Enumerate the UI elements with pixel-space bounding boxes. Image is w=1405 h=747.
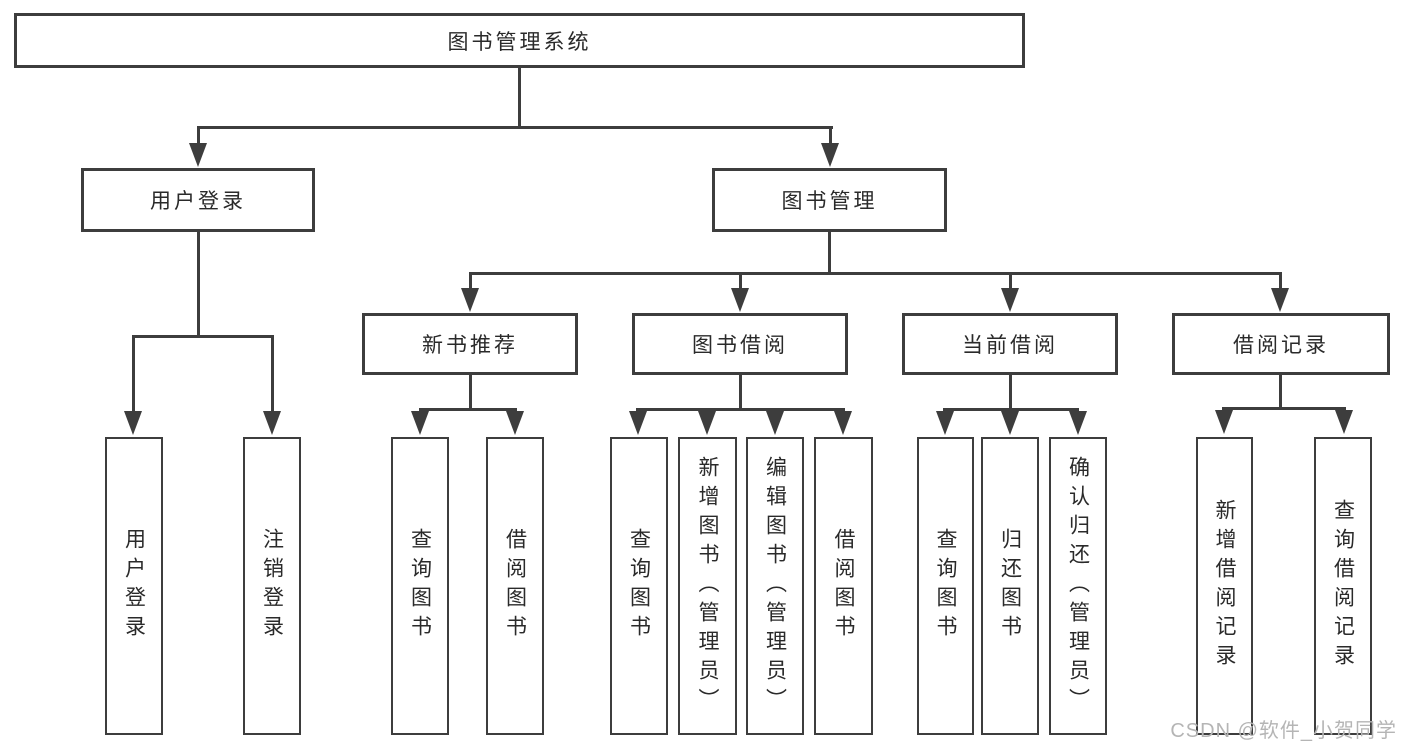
arrowhead-add-book-icon	[698, 411, 716, 435]
arrowhead-edit-book-icon	[766, 411, 784, 435]
arrowhead-book-mgmt-icon	[821, 143, 839, 167]
leaf-query-record-label: 查询借阅记录	[1331, 499, 1355, 673]
leaf-query-book-3-label: 查询图书	[934, 528, 957, 644]
watermark: CSDN @软件_小贺同学	[1170, 720, 1397, 742]
node-root: 图书管理系统	[14, 13, 1025, 68]
arrowhead-confirm-return-icon	[1069, 411, 1087, 435]
connector-new-book-drop	[469, 272, 472, 290]
connector-new-book-branch	[419, 408, 517, 411]
connector-book-borrow-stem	[739, 375, 742, 411]
connector-leaf-logout-drop	[271, 335, 274, 413]
leaf-add-book-label: 新增图书（管理员）	[696, 455, 719, 717]
leaf-add-book: 新增图书（管理员）	[678, 437, 737, 735]
connector-new-book-stem	[469, 375, 472, 411]
connector-book-mgmt-stem	[828, 232, 831, 274]
leaf-logout: 注销登录	[243, 437, 301, 735]
connector-user-login-branch	[132, 335, 274, 338]
leaf-query-book-1: 查询图书	[391, 437, 449, 735]
connector-current-borrow-drop	[1009, 272, 1012, 290]
node-borrow-record: 借阅记录	[1172, 313, 1390, 375]
node-new-book: 新书推荐	[362, 313, 578, 375]
node-book-mgmt: 图书管理	[712, 168, 947, 232]
node-current-borrow: 当前借阅	[902, 313, 1118, 375]
node-user-login: 用户登录	[81, 168, 315, 232]
connector-borrow-record-drop	[1279, 272, 1282, 290]
arrowhead-borrow-book-1-icon	[506, 411, 524, 435]
arrowhead-book-borrow-icon	[731, 288, 749, 312]
leaf-logout-label: 注销登录	[260, 528, 284, 644]
leaf-user-login-label: 用户登录	[122, 528, 146, 644]
leaf-add-record: 新增借阅记录	[1196, 437, 1253, 735]
leaf-confirm-return: 确认归还（管理员）	[1049, 437, 1107, 735]
leaf-return-book-label: 归还图书	[998, 528, 1022, 644]
arrowhead-leaf-logout-icon	[263, 411, 281, 435]
connector-root-stem	[518, 68, 521, 128]
arrowhead-add-record-icon	[1215, 410, 1233, 434]
leaf-user-login: 用户登录	[105, 437, 163, 735]
node-book-borrow: 图书借阅	[632, 313, 848, 375]
connector-user-login-drop	[197, 126, 200, 145]
arrowhead-leaf-user-login-icon	[124, 411, 142, 435]
leaf-query-record: 查询借阅记录	[1314, 437, 1372, 735]
connector-current-borrow-stem	[1009, 375, 1012, 411]
arrowhead-borrow-record-icon	[1271, 288, 1289, 312]
connector-current-borrow-branch	[943, 408, 1079, 411]
leaf-return-book: 归还图书	[981, 437, 1039, 735]
leaf-query-book-1-label: 查询图书	[408, 528, 432, 644]
arrowhead-borrow-book-2-icon	[834, 411, 852, 435]
arrowhead-query-book-1-icon	[411, 411, 429, 435]
arrowhead-current-borrow-icon	[1001, 288, 1019, 312]
leaf-edit-book: 编辑图书（管理员）	[746, 437, 804, 735]
leaf-borrow-book-1: 借阅图书	[486, 437, 544, 735]
connector-book-borrow-drop	[739, 272, 742, 290]
connector-level3-branch	[469, 272, 1282, 275]
connector-leaf-user-login-drop	[132, 335, 135, 413]
arrowhead-new-book-icon	[461, 288, 479, 312]
leaf-borrow-book-2: 借阅图书	[814, 437, 873, 735]
leaf-confirm-return-label: 确认归还（管理员）	[1066, 455, 1090, 717]
leaf-borrow-book-1-label: 借阅图书	[503, 528, 527, 644]
leaf-add-record-label: 新增借阅记录	[1213, 499, 1236, 673]
arrowhead-return-book-icon	[1001, 411, 1019, 435]
connector-level2-branch	[197, 126, 833, 129]
arrowhead-query-book-3-icon	[936, 411, 954, 435]
leaf-query-book-2-label: 查询图书	[627, 528, 651, 644]
arrowhead-user-login-icon	[189, 143, 207, 167]
leaf-borrow-book-2-label: 借阅图书	[832, 528, 855, 644]
arrowhead-query-book-2-icon	[629, 411, 647, 435]
leaf-edit-book-label: 编辑图书（管理员）	[763, 455, 787, 717]
connector-book-mgmt-drop	[829, 126, 832, 145]
connector-book-borrow-branch	[636, 408, 845, 411]
leaf-query-book-2: 查询图书	[610, 437, 668, 735]
leaf-query-book-3: 查询图书	[917, 437, 974, 735]
connector-user-login-stem	[197, 232, 200, 337]
connector-borrow-record-stem	[1279, 375, 1282, 410]
arrowhead-query-record-icon	[1335, 410, 1353, 434]
connector-borrow-record-branch	[1222, 407, 1346, 410]
